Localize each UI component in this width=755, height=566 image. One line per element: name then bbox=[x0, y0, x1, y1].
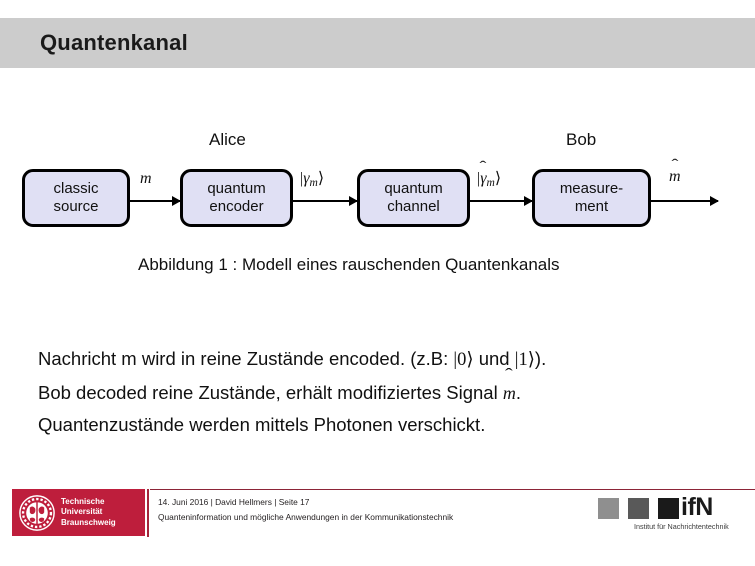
body-line-3: Quantenzustände werden mittels Photonen … bbox=[38, 413, 486, 435]
body-line-1-mid: und bbox=[473, 348, 515, 369]
tu-wordmark-line1: Technische bbox=[61, 496, 105, 506]
ifn-institute-logo: ifN Institut für Nachrichtentechnik bbox=[598, 493, 748, 537]
ket-one: |1⟩ bbox=[514, 350, 535, 370]
arrow-source-to-encoder bbox=[130, 196, 181, 206]
node-measurement: measure- ment bbox=[532, 169, 651, 227]
tu-braunschweig-logo: Technische Universität Braunschweig bbox=[12, 489, 145, 536]
tu-wordmark-line2: Universität bbox=[61, 507, 103, 517]
node-quantum-channel-line1: quantum bbox=[384, 179, 443, 197]
node-quantum-encoder-line1: quantum bbox=[207, 179, 266, 197]
actor-label-bob: Bob bbox=[566, 130, 597, 149]
node-quantum-channel: quantum channel bbox=[357, 169, 470, 227]
page-title: Quantenkanal bbox=[40, 30, 188, 55]
node-quantum-encoder-line2: encoder bbox=[209, 198, 264, 215]
body-line-2-pre: Bob decoded reine Zustände, erhält modif… bbox=[38, 381, 503, 403]
node-quantum-channel-line2: channel bbox=[387, 198, 440, 215]
footer-divider-rule bbox=[150, 489, 755, 490]
tu-seal-icon bbox=[19, 494, 55, 531]
body-line-1-post: ). bbox=[534, 348, 547, 369]
node-measurement-line1: measure- bbox=[559, 179, 624, 197]
ifn-square-light-icon bbox=[598, 497, 619, 519]
slide-header-band bbox=[0, 18, 755, 68]
body-line-1-pre: Nachricht m wird in reine Zustände encod… bbox=[38, 348, 454, 369]
ifn-square-mid-icon bbox=[628, 497, 649, 519]
body-line-2-post: . bbox=[515, 381, 521, 403]
ifn-wordmark: ifN bbox=[681, 493, 713, 521]
figure-quantum-channel-model: Alice Bob classic source quantum encoder… bbox=[0, 110, 755, 295]
arrow-channel-to-measurement bbox=[470, 196, 533, 206]
node-classic-source-line1: classic bbox=[53, 179, 99, 197]
footer-vertical-rule bbox=[147, 489, 149, 537]
figure-caption: Abbildung 1 : Modell eines rauschenden Q… bbox=[138, 255, 560, 274]
tu-wordmark-line3: Braunschweig bbox=[61, 517, 116, 527]
node-classic-source-line2: source bbox=[53, 198, 99, 215]
arrow-measurement-output bbox=[651, 196, 719, 206]
edge-label-ket-gamma-m-hat: |γm⟩ bbox=[477, 168, 501, 189]
ket-zero: |0⟩ bbox=[453, 350, 474, 370]
body-line-1: Nachricht m wird in reine Zustände encod… bbox=[38, 343, 718, 377]
node-classic-source: classic source bbox=[22, 169, 130, 227]
body-text-block: Nachricht m wird in reine Zustände encod… bbox=[38, 343, 718, 441]
arrow-encoder-to-channel bbox=[293, 196, 358, 206]
body-line-2: Bob decoded reine Zustände, erhält modif… bbox=[38, 377, 718, 409]
node-quantum-encoder: quantum encoder bbox=[180, 169, 293, 227]
edge-label-m-hat: m bbox=[669, 168, 681, 186]
footer-date-author-page: 14. Juni 2016 | David Hellmers | Seite 1… bbox=[158, 497, 310, 507]
footer-talk-title: Quanteninformation und mögliche Anwendun… bbox=[158, 511, 454, 522]
ifn-logo-marks: ifN bbox=[598, 493, 713, 521]
footer-meta-text: 14. Juni 2016 | David Hellmers | Seite 1… bbox=[158, 495, 453, 524]
edge-label-message-m: m bbox=[140, 170, 152, 187]
ifn-subtitle: Institut für Nachrichtentechnik bbox=[634, 522, 729, 531]
edge-label-ket-gamma-m: |γm⟩ bbox=[300, 170, 325, 189]
tu-wordmark: Technische Universität Braunschweig bbox=[61, 497, 116, 529]
ifn-square-dark-icon bbox=[658, 497, 679, 519]
node-measurement-line2: ment bbox=[574, 198, 609, 215]
actor-label-alice: Alice bbox=[209, 130, 246, 149]
